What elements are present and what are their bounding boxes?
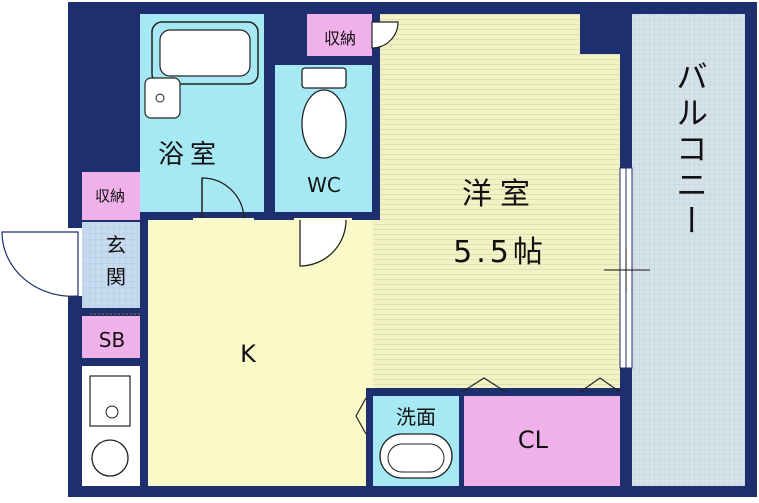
bath-door-swing — [201, 177, 245, 219]
washroom-door — [355, 397, 367, 435]
bath-label: 浴室 — [158, 140, 222, 170]
wc-label: WC — [307, 173, 341, 197]
storage-top-door — [371, 21, 399, 49]
western-room-floor — [373, 14, 620, 389]
storage-top-floor — [307, 14, 375, 56]
shoe-box-floor — [82, 316, 140, 358]
entry-floor — [82, 222, 140, 308]
entry-label: 玄 — [106, 233, 126, 257]
interior-walls — [82, 14, 628, 486]
western-room-size: 5.5帖 — [453, 235, 547, 270]
closet-door — [461, 377, 621, 393]
toilet-icon — [301, 67, 347, 159]
kitchen-label: K — [240, 340, 257, 368]
kitchen-sink-icon — [89, 375, 131, 427]
balcony-floor — [632, 14, 745, 486]
storage-entry-floor — [82, 172, 140, 220]
shoe-box-label: SB — [99, 328, 125, 352]
entry-label-2: 関 — [106, 265, 126, 289]
storage-entry-label: 収納 — [95, 187, 125, 205]
stove-icon — [91, 439, 129, 477]
kitchen-floor-lower — [148, 300, 373, 486]
closet-label: CL — [518, 426, 549, 454]
closet-floor — [462, 392, 620, 486]
wc-door-swing — [299, 219, 347, 267]
entry-door-swing — [1, 231, 79, 297]
washroom-label: 洗面 — [396, 405, 436, 429]
storage-top-label: 収納 — [324, 29, 356, 48]
balcony-label: バルコニー — [671, 60, 709, 240]
western-room-label: 洋室 — [462, 177, 538, 212]
wash-basin-icon — [379, 433, 453, 479]
